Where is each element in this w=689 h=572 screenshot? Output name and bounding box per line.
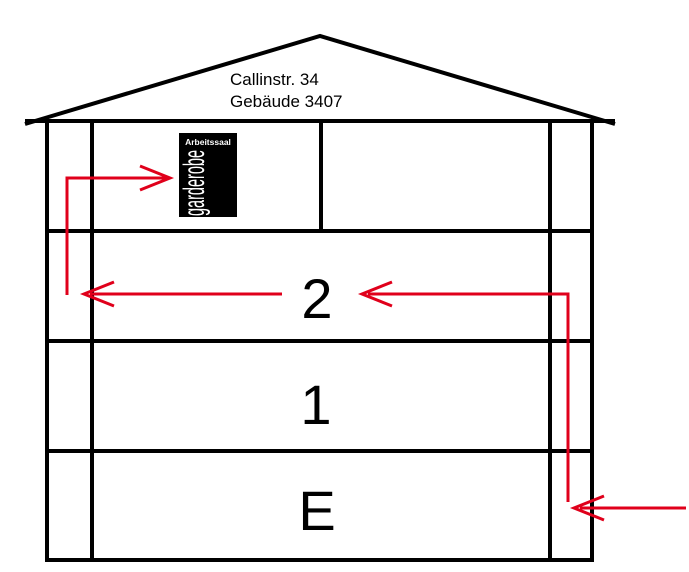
logo-main-text: garderobe <box>178 150 211 216</box>
route-arrows <box>65 164 686 522</box>
floor2-arrowhead-right <box>357 280 393 308</box>
garderobe-logo: Arbeitssaal garderobe <box>178 133 237 217</box>
street-address: Callinstr. 34 <box>230 70 319 89</box>
stair-route-right <box>368 292 570 502</box>
logo-top-text: Arbeitssaal <box>185 137 231 147</box>
entry-arrowhead <box>569 494 605 522</box>
floor2-arrowhead-left <box>79 280 115 308</box>
attic-arrowhead <box>139 164 175 192</box>
floor-label-e: E <box>298 479 335 542</box>
stair-route-left <box>65 176 168 295</box>
building-number: Gebäude 3407 <box>230 92 343 111</box>
floor-label-2: 2 <box>301 267 332 330</box>
logo-background <box>179 133 237 217</box>
roof <box>24 33 616 126</box>
floor-label-1: 1 <box>300 373 331 436</box>
